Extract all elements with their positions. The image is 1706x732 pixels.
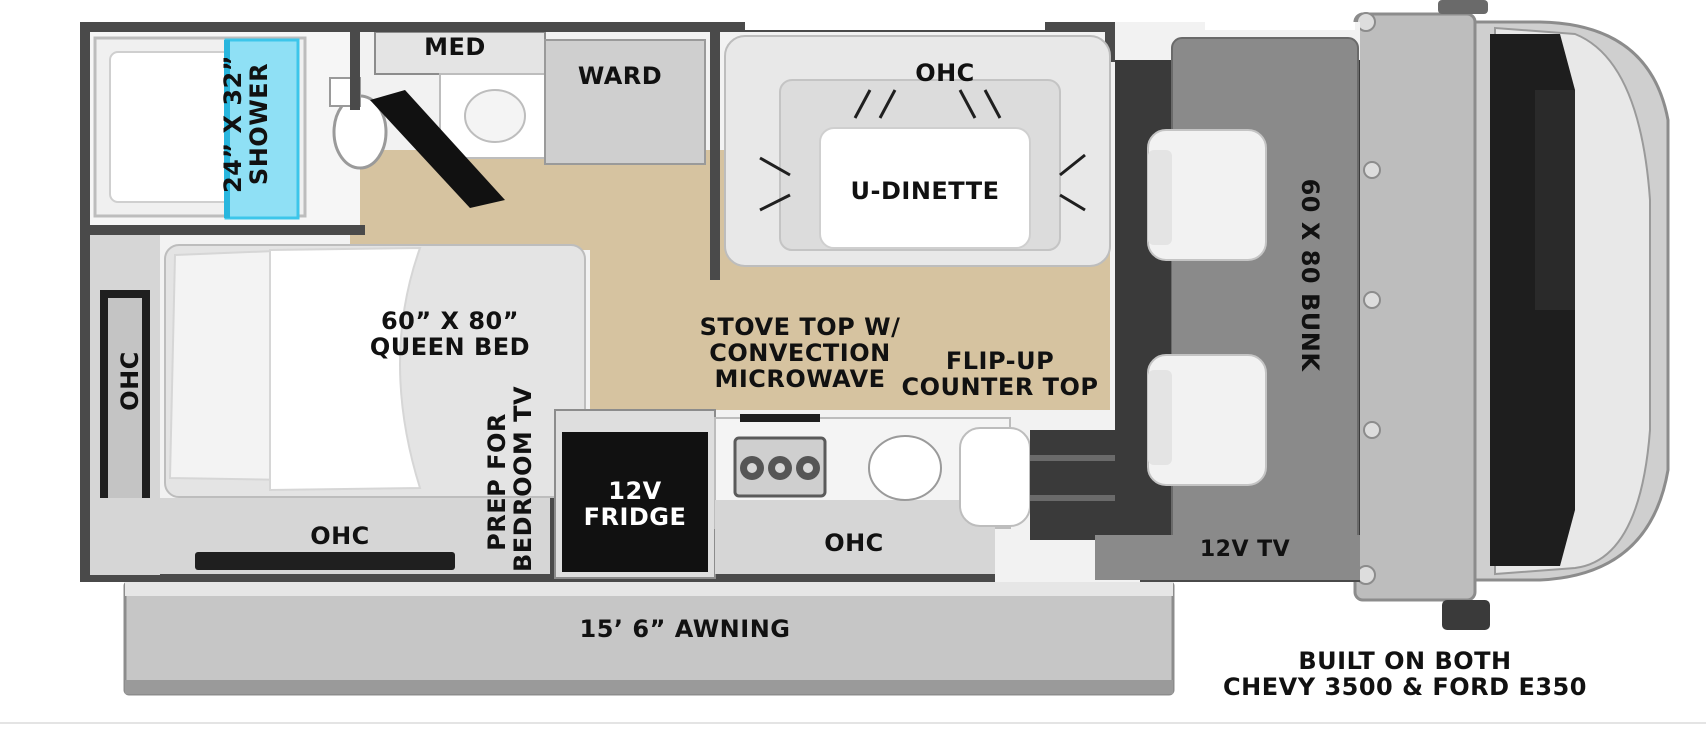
entry-steps <box>1030 430 1115 540</box>
ohc-dinette-label: OHC <box>915 59 975 87</box>
dinette-table <box>819 127 1031 249</box>
ohc-bedroom-bottom-label: OHC <box>310 522 370 550</box>
ward-label: WARD <box>577 62 663 90</box>
bath-door <box>370 90 505 208</box>
wardrobe <box>544 39 706 165</box>
galley-sink <box>868 435 942 501</box>
tv-label: 12V TV <box>1199 537 1291 562</box>
ohc-kitchen <box>715 500 995 574</box>
page-divider <box>0 722 1706 724</box>
vehicle-cab <box>1353 0 1670 630</box>
shower-label: 24” X 32”SHOWER <box>219 54 273 194</box>
bed-label: 60” X 80”QUEEN BED <box>369 307 531 361</box>
med-cabinet <box>374 31 546 75</box>
awning-label: 15’ 6” AWNING <box>579 615 791 643</box>
dinette-table-leg-marks <box>759 89 1086 212</box>
ohc-kitchen-label: OHC <box>824 529 884 557</box>
med-label: MED <box>424 33 486 61</box>
bunk-label: 60 X 80 BUNK <box>1296 178 1324 372</box>
dinette-label: U-DINETTE <box>850 177 1000 205</box>
shower-glass <box>224 38 300 220</box>
ohc-bedroom-side-label: OHC <box>116 351 144 411</box>
flip-up-counter <box>959 427 1031 527</box>
